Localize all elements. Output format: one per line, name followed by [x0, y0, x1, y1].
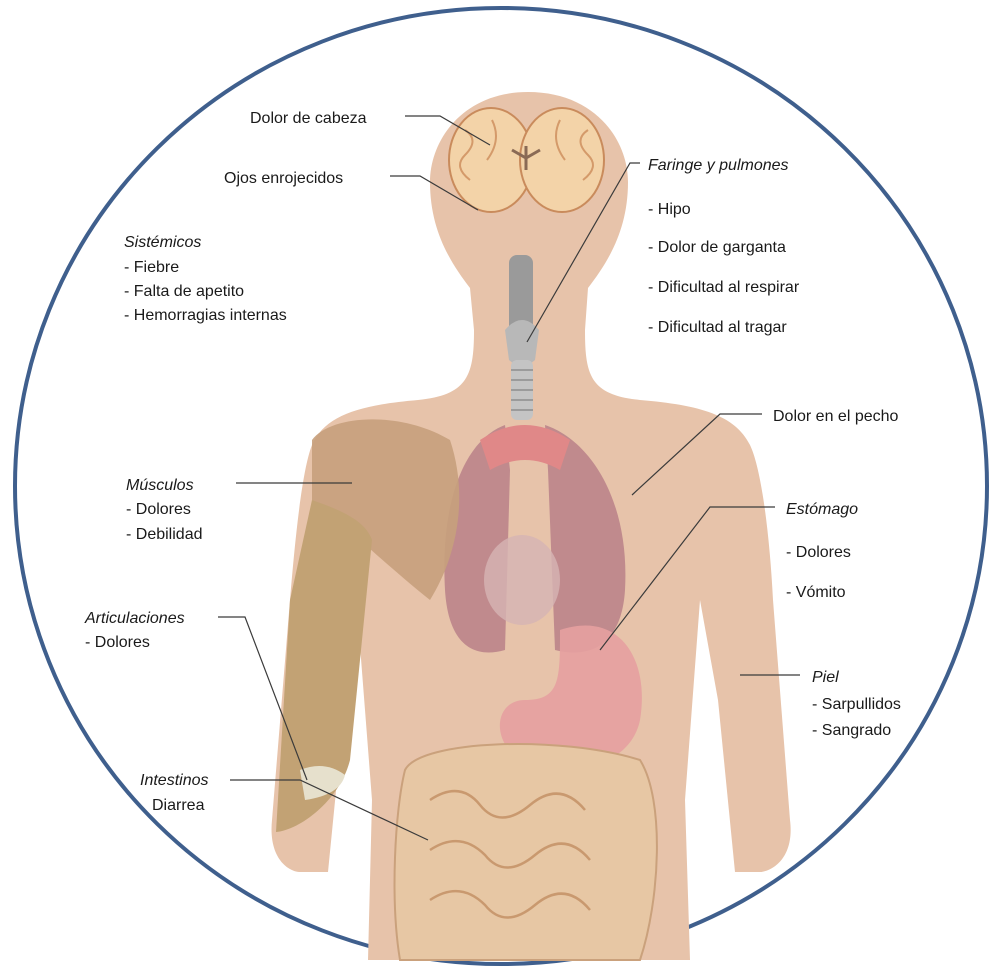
item-intestinos-1: Diarrea [152, 797, 205, 814]
title-estomago: Estómago [786, 501, 858, 518]
larynx [505, 320, 539, 366]
label-ojos-enrojecidos: Ojos enrojecidos [224, 170, 343, 187]
title-faringe: Faringe y pulmones [648, 157, 789, 174]
item-faringe-1: - Hipo [648, 201, 691, 218]
title-piel: Piel [812, 669, 839, 686]
item-musculos-1: - Dolores [126, 501, 191, 518]
item-articulaciones-1: - Dolores [85, 634, 150, 651]
item-estomago-2: - Vómito [786, 584, 846, 601]
heart [484, 535, 560, 625]
title-sistemicos: Sistémicos [124, 234, 201, 251]
intestines-illustration [395, 744, 657, 960]
label-dolor-cabeza: Dolor de cabeza [250, 110, 367, 127]
title-musculos: Músculos [126, 477, 194, 494]
title-intestinos: Intestinos [140, 772, 208, 789]
item-sistemicos-2: - Falta de apetito [124, 283, 244, 300]
item-faringe-4: - Dificultad al tragar [648, 319, 787, 336]
item-piel-2: - Sangrado [812, 722, 891, 739]
title-articulaciones: Articulaciones [84, 610, 185, 627]
item-musculos-2: - Debilidad [126, 526, 202, 543]
item-piel-1: - Sarpullidos [812, 696, 901, 713]
item-estomago-1: - Dolores [786, 544, 851, 561]
large-intestine [395, 744, 657, 960]
label-dolor-pecho: Dolor en el pecho [773, 408, 899, 425]
item-sistemicos-3: - Hemorragias internas [124, 307, 287, 324]
item-faringe-3: - Dificultad al respirar [648, 279, 800, 296]
item-sistemicos-1: - Fiebre [124, 259, 179, 276]
item-faringe-2: - Dolor de garganta [648, 239, 786, 256]
